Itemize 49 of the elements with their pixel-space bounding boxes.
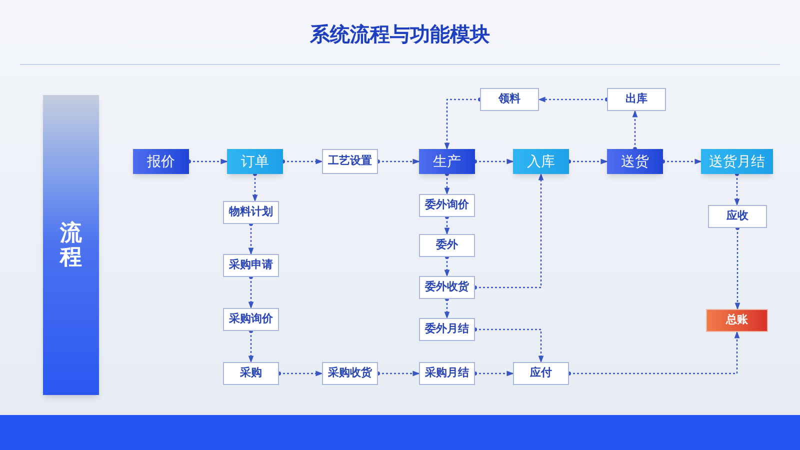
arrow — [281, 158, 323, 164]
stage-band: 流程 — [43, 95, 99, 395]
arrow — [632, 110, 638, 151]
process-box: 送货月结 — [701, 149, 773, 174]
process-box: 采购 — [223, 362, 279, 385]
arrow — [734, 172, 740, 206]
arrow — [376, 158, 420, 164]
process-box: 采购月结 — [419, 362, 475, 385]
arrow — [248, 222, 254, 255]
arrow — [473, 173, 544, 290]
arrow — [248, 329, 254, 363]
process-box: 应付 — [513, 362, 569, 385]
arrow — [473, 328, 544, 363]
arrow — [187, 158, 228, 164]
process-box: 委外月结 — [419, 318, 475, 341]
arrow — [444, 215, 450, 235]
process-box: 委外 — [419, 234, 475, 257]
arrow — [567, 158, 608, 164]
title: 系统流程与功能模块 — [308, 22, 491, 48]
arrow — [567, 331, 740, 376]
process-box: 物料计划 — [223, 201, 279, 224]
process-box: 工艺设置 — [322, 149, 378, 174]
process-box: 采购询价 — [223, 308, 279, 331]
arrow — [538, 96, 609, 102]
process-box: 送货 — [607, 149, 663, 174]
ledger-box: 总账 — [706, 309, 768, 332]
process-box: 订单 — [227, 149, 283, 174]
process-box: 生产 — [419, 149, 475, 174]
arrow — [444, 98, 482, 150]
process-box: 采购收货 — [322, 362, 378, 385]
process-box: 采购申请 — [223, 254, 279, 277]
process-box: 入库 — [513, 149, 569, 174]
process-box: 委外收货 — [419, 276, 475, 299]
arrow — [444, 172, 450, 195]
arrow — [473, 158, 514, 164]
arrow — [248, 275, 254, 309]
process-box: 委外询价 — [419, 194, 475, 217]
arrow — [252, 172, 258, 202]
arrow — [734, 226, 740, 310]
process-box: 领料 — [480, 88, 539, 111]
process-box: 应收 — [708, 205, 767, 228]
arrow — [444, 255, 450, 277]
process-box: 出库 — [607, 88, 666, 111]
arrow — [277, 370, 323, 376]
process-box: 报价 — [133, 149, 189, 174]
arrow — [661, 158, 702, 164]
arrow — [444, 297, 450, 319]
arrow — [473, 370, 514, 376]
arrow — [376, 370, 420, 376]
